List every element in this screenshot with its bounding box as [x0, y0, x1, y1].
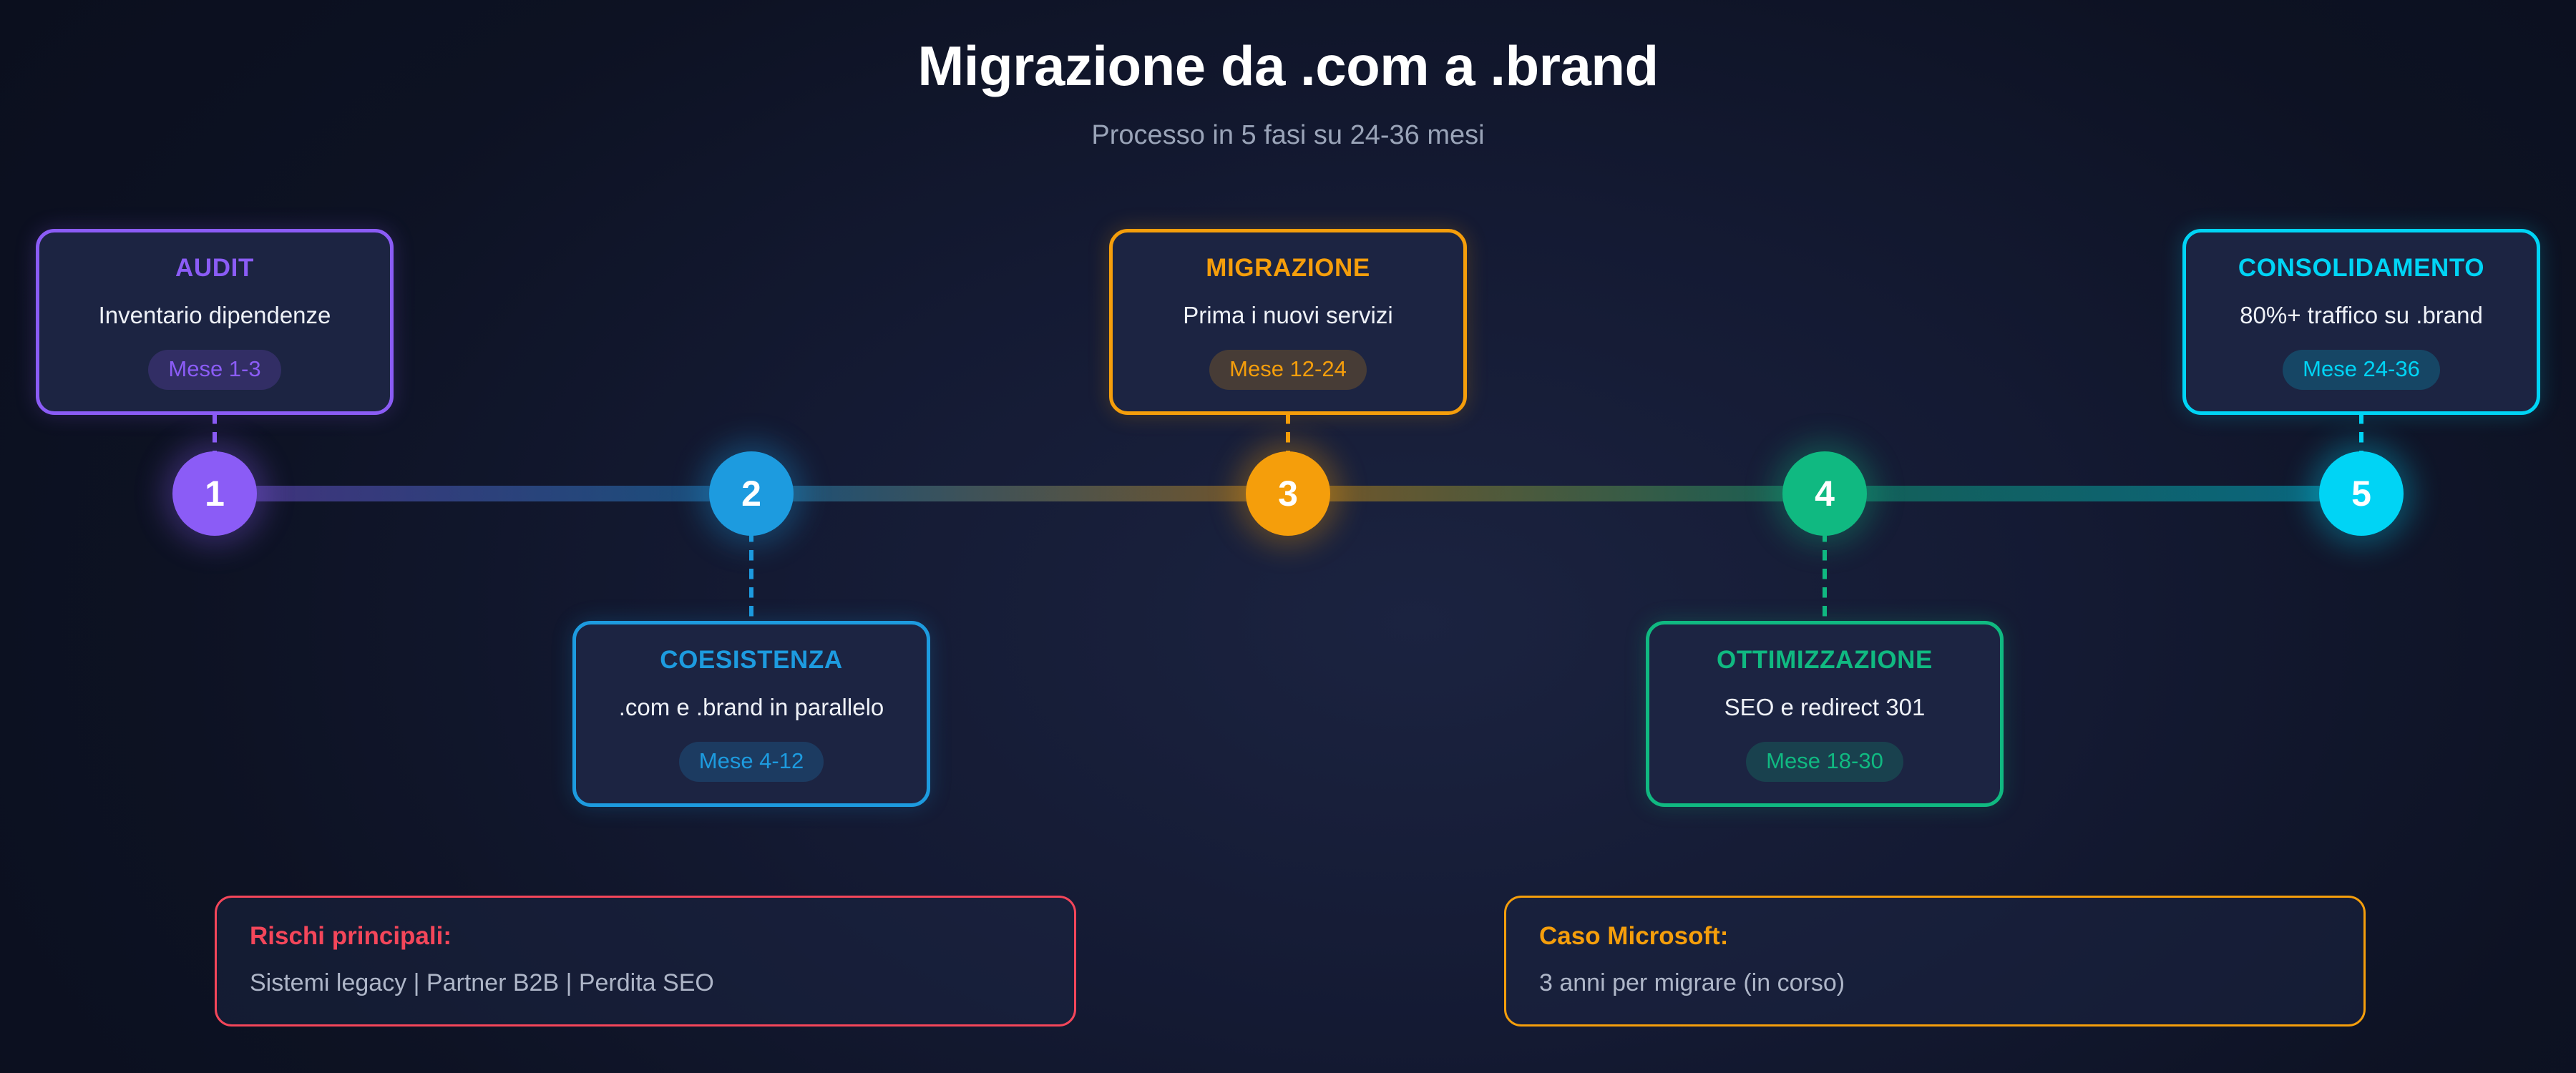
note-title: Rischi principali: [250, 922, 452, 950]
phase-description: 80%+ traffico su .brand [2240, 302, 2483, 328]
phase-badge-wrap: Mese 4-12 [595, 741, 908, 782]
phase-badge-wrap: Mese 1-3 [58, 349, 371, 390]
phase-description: Inventario dipendenze [98, 302, 331, 328]
page-title: Migrazione da .com a .brand [917, 34, 1659, 97]
phase-connector-5 [2359, 395, 2363, 456]
phase-description: SEO e redirect 301 [1724, 694, 1926, 720]
phase-badge: Mese 4-12 [678, 741, 824, 782]
timeline-node-1[interactable]: 1 [172, 451, 257, 536]
phase-connector-3 [1286, 395, 1290, 456]
phase-title: MIGRAZIONE [1206, 254, 1370, 282]
phase-connector-2 [749, 531, 753, 622]
timeline-node-3[interactable]: 3 [1246, 451, 1330, 536]
note-risks: Rischi principali: Sistemi legacy | Part… [215, 896, 1076, 1027]
phase-title: COESISTENZA [660, 646, 843, 674]
phase-title: AUDIT [175, 254, 254, 282]
header: Migrazione da .com a .brand Processo in … [0, 0, 2576, 151]
note-body: Sistemi legacy | Partner B2B | Perdita S… [250, 969, 714, 996]
phase-title: OTTIMIZZAZIONE [1717, 646, 1933, 674]
page-subtitle: Processo in 5 fasi su 24-36 mesi [1091, 119, 1485, 150]
phase-badge: Mese 12-24 [1209, 349, 1367, 390]
phase-description: Prima i nuovi servizi [1183, 302, 1393, 328]
note-body: 3 anni per migrare (in corso) [1539, 969, 1845, 996]
phase-badge-wrap: Mese 18-30 [1668, 741, 1981, 782]
timeline-node-5[interactable]: 5 [2319, 451, 2404, 536]
phase-badge: Mese 24-36 [2283, 349, 2440, 390]
note-case-study: Caso Microsoft: 3 anni per migrare (in c… [1504, 896, 2366, 1027]
phase-badge: Mese 1-3 [148, 349, 281, 390]
phase-badge-wrap: Mese 12-24 [1131, 349, 1445, 390]
phase-connector-1 [213, 395, 217, 456]
phase-badge-wrap: Mese 24-36 [2205, 349, 2518, 390]
phase-badge: Mese 18-30 [1746, 741, 1903, 782]
timeline-node-2[interactable]: 2 [709, 451, 794, 536]
phase-title: CONSOLIDAMENTO [2238, 254, 2485, 282]
timeline-node-4[interactable]: 4 [1782, 451, 1867, 536]
phase-description: .com e .brand in parallelo [618, 694, 884, 720]
note-title: Caso Microsoft: [1539, 922, 1729, 950]
phase-connector-4 [1823, 531, 1827, 622]
